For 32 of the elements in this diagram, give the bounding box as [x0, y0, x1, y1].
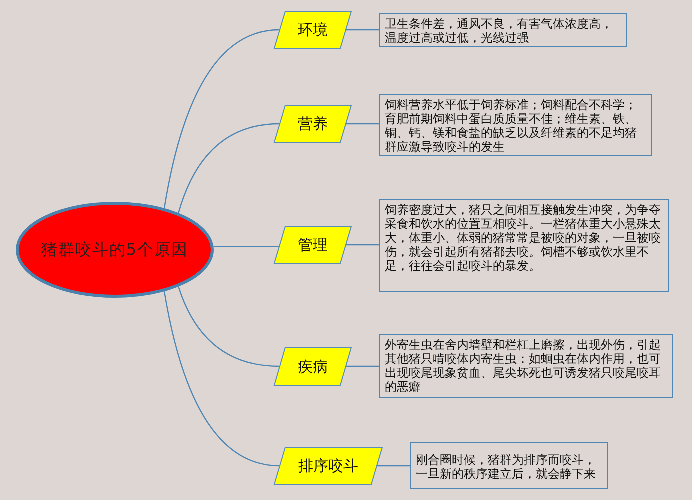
description-text: 卫生条件差，通风不良，有害气体浓度高，温度过高或过低，光线过强 — [385, 17, 614, 45]
connector-line — [164, 29, 280, 209]
description-text: 饲养密度过大，猪只之间相互接触发生冲突，为争夺采食和饮水的位置互相咬斗。一栏猪体重大小悬殊太大，体重小、体弱的猪常常是被咬的对象，一旦被咬伤，就会引起所有猪都去咬。饲槽不够或饮水里不足，往往会引起咬斗的暴发。 — [385, 203, 662, 273]
central-topic-label: 猪群咬斗的5个原因 — [41, 241, 189, 259]
description-box — [379, 199, 669, 292]
connector-line — [346, 29, 379, 31]
cause-label: 管理 — [298, 236, 328, 254]
description-text: 饲料营养水平低于饲养标准；饲料配合不科学；育肥前期饲料中蛋白质质量不佳；维生素、铁、铜、钙、镁和食盐的缺乏以及纤维素的不足均猪群应激导致咬斗的发生 — [385, 98, 638, 154]
cause-label: 疾病 — [298, 358, 328, 376]
connector-line — [346, 366, 379, 368]
cause-label: 营养 — [298, 115, 328, 133]
connector-line — [346, 244, 379, 246]
cause-parallelogram — [274, 447, 383, 485]
connector-line — [378, 465, 410, 467]
cause-parallelogram — [274, 347, 352, 386]
cause-parallelogram — [274, 105, 352, 143]
central-topic-ellipse — [16, 202, 214, 298]
connector-line — [178, 286, 280, 368]
cause-parallelogram — [274, 11, 352, 49]
description-box — [379, 13, 627, 47]
description-box — [379, 94, 652, 156]
connector-line — [214, 246, 280, 248]
description-box — [379, 334, 673, 398]
connector-line — [164, 291, 280, 467]
connector-line — [178, 123, 280, 214]
description-text: 外寄生虫在舍内墙壁和栏杠上磨擦，出现外伤，引起其他猪只啃咬体内寄生虫：如蛔虫在体内作用，也可出现咬尾现象贫血、尾尖坏死也可诱发猪只咬尾咬耳的恶癖 — [385, 338, 662, 394]
cause-label: 排序咬斗 — [298, 457, 358, 475]
description-text: 刚合圈时候，猪群为排序而咬斗，一旦新的秩序建立后，就会静下来 — [416, 453, 597, 481]
connector-line — [346, 123, 379, 125]
cause-label: 环境 — [298, 21, 328, 39]
description-box — [410, 442, 608, 489]
cause-parallelogram — [274, 226, 352, 264]
